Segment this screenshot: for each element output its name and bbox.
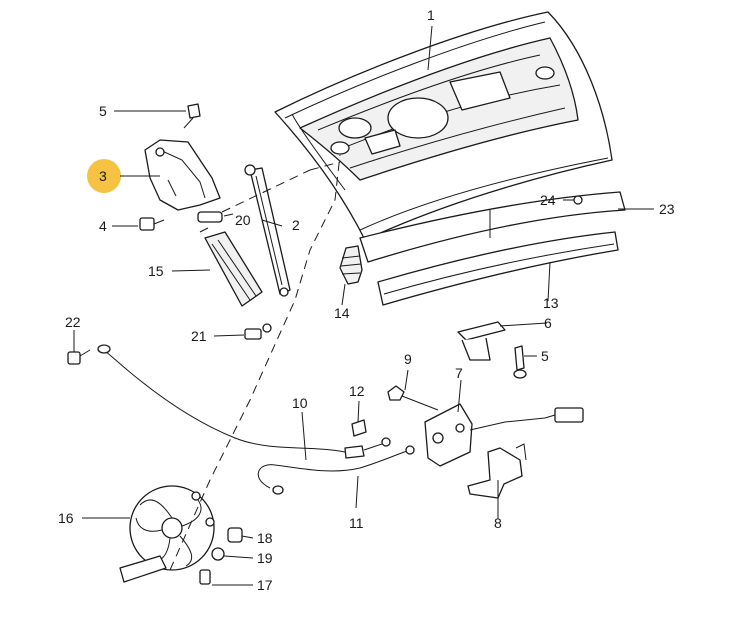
label-part-12: 12 (349, 383, 365, 399)
clip-part-12 (351, 419, 367, 437)
label-part-5-lower: 5 (541, 348, 549, 364)
label-part-16: 16 (58, 510, 74, 526)
label-part-6: 6 (544, 315, 552, 331)
lock-part-7 (424, 403, 546, 467)
label-part-3: 3 (99, 168, 107, 184)
label-part-5-top: 5 (99, 103, 107, 119)
label-part-23: 23 (659, 201, 675, 217)
gas-strut-part (244, 164, 291, 297)
clip-part-24 (573, 195, 583, 205)
rear-lid-part (274, 11, 613, 241)
assembly-lines (169, 154, 341, 571)
label-part-14: 14 (334, 305, 350, 321)
label-part-1: 1 (427, 7, 435, 23)
label-part-11: 11 (349, 515, 364, 531)
screw-part-5-lower (513, 345, 527, 379)
label-part-7: 7 (455, 365, 463, 381)
grommet-part-18 (227, 527, 243, 543)
part-labels: 1 2 3 4 5 5 6 7 8 9 10 11 12 13 14 15 16… (58, 7, 675, 593)
screw-part-5-top (183, 103, 201, 129)
cable-part-11 (257, 445, 415, 495)
fan-part-16 (119, 485, 215, 583)
bracket-part-6 (457, 321, 506, 361)
connector-plug (544, 407, 584, 423)
bracket-part-8 (467, 443, 527, 499)
highlight-marker (87, 159, 121, 193)
bolt-part-9 (387, 385, 439, 411)
label-part-8: 8 (494, 515, 502, 531)
trim-panel-part (377, 231, 619, 306)
label-part-4: 4 (99, 218, 107, 234)
seal-strip-part (359, 191, 626, 263)
label-part-10: 10 (292, 395, 308, 411)
rubber-buffer-part (339, 245, 363, 285)
label-part-21: 21 (191, 328, 207, 344)
label-part-19: 19 (257, 550, 273, 566)
hinge-bracket-part (144, 139, 221, 211)
label-part-20: 20 (235, 212, 251, 228)
label-part-17: 17 (257, 577, 273, 593)
release-lock-part (199, 227, 263, 307)
washer-part-19 (211, 547, 225, 561)
label-part-18: 18 (257, 530, 273, 546)
label-part-13: 13 (543, 295, 559, 311)
leader-lines (73, 25, 654, 586)
release-cable-part-10 (97, 344, 391, 459)
bolt-part-4 (139, 217, 165, 231)
label-part-9: 9 (404, 351, 412, 367)
label-part-24: 24 (540, 192, 556, 208)
screw-part-17 (199, 569, 211, 585)
label-part-15: 15 (148, 263, 164, 279)
bolt-part-21 (244, 323, 272, 340)
screw-part-22 (67, 349, 91, 365)
clip-part (197, 211, 223, 223)
label-part-2: 2 (292, 217, 300, 233)
label-part-22: 22 (65, 314, 81, 330)
